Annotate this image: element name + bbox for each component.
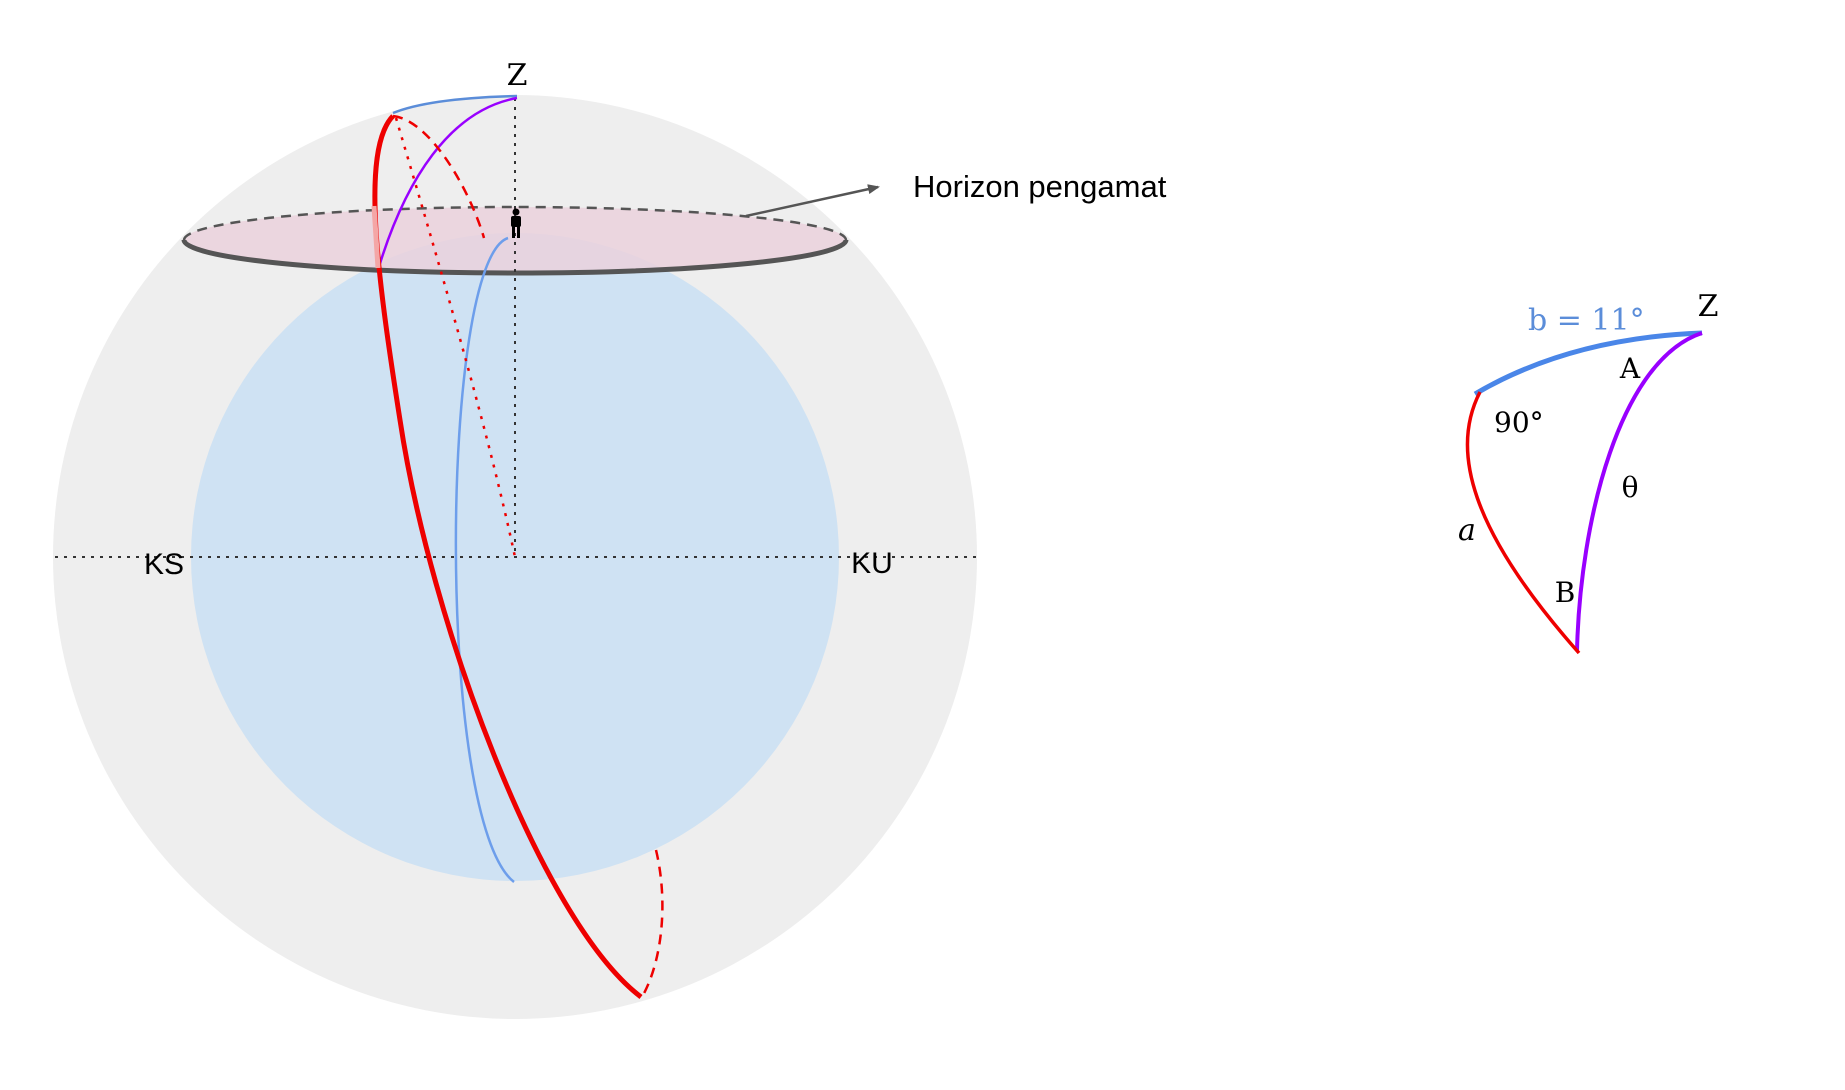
triangle-side-theta [1575, 331, 1703, 652]
red-dashed-arc-top [392, 114, 486, 239]
triangle-side-a [1465, 391, 1581, 655]
triangle-side-b-label: b = 11° [1528, 303, 1645, 338]
triangle-zenith-label: Z [1698, 289, 1719, 324]
triangle-side-a-label: a [1458, 513, 1476, 548]
blue-meridian-arc [454, 236, 515, 883]
spherical-triangle-group: Z b = 11° A 90° θ a B [1458, 289, 1719, 655]
blue-zenith-arc [392, 94, 518, 115]
arrow-icon [745, 184, 880, 218]
red-faded-segment [371, 205, 381, 269]
south-pole-label: KS [144, 548, 184, 581]
triangle-angle-b-label: B [1555, 576, 1576, 609]
triangle-angle-a-label: A [1619, 352, 1641, 385]
red-dashed-arc-bottom [640, 849, 664, 998]
person-icon [511, 208, 521, 238]
red-great-circle [372, 114, 643, 999]
triangle-right-angle-label: 90° [1494, 406, 1544, 439]
north-pole-label: KU [851, 547, 893, 580]
zenith-label: Z [507, 58, 528, 93]
celestial-sphere-group: Z KS KU Horizon pengamat [53, 58, 1167, 1019]
horizon-plane [184, 207, 846, 273]
triangle-side-b [1473, 330, 1703, 397]
triangle-side-theta-label: θ [1622, 471, 1639, 504]
purple-arc [376, 96, 518, 271]
horizon-label: Horizon pengamat [913, 169, 1167, 204]
horizon-front-edge [181, 239, 849, 276]
